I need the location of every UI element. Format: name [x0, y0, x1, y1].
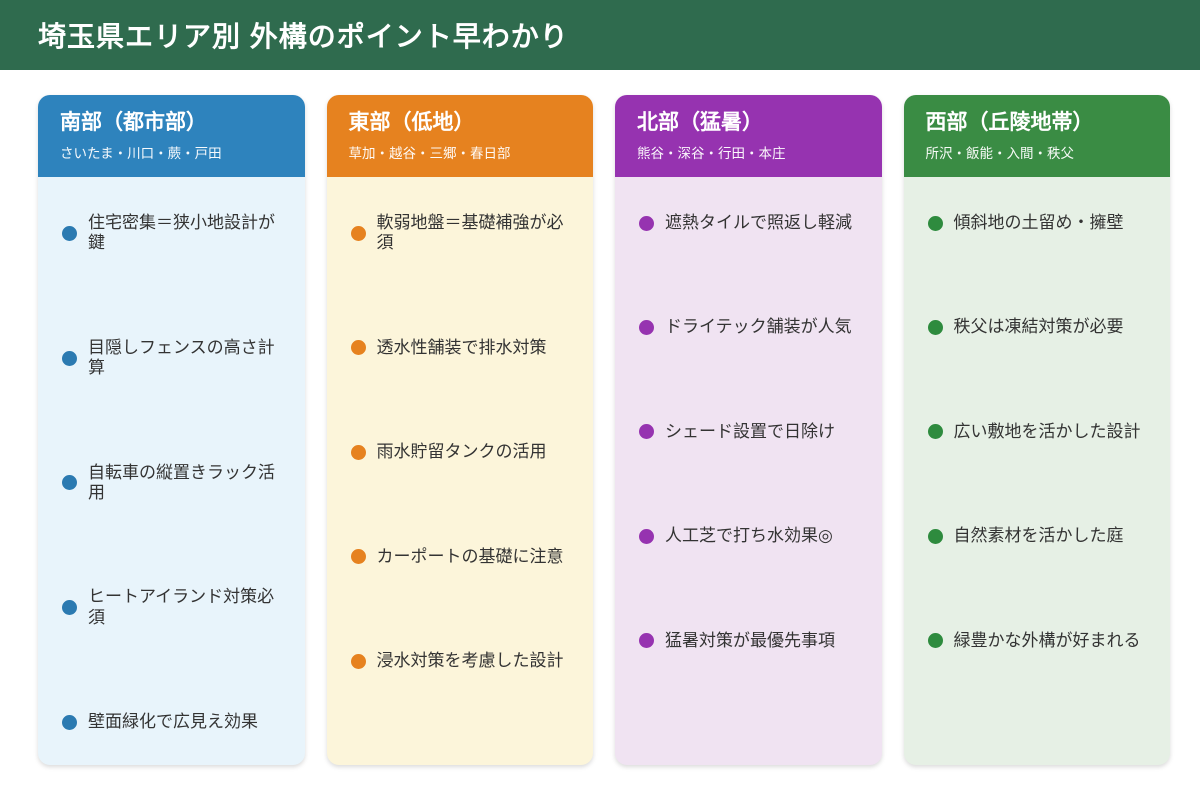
bullet-dot-icon [639, 528, 654, 544]
bullet-dot-icon [62, 714, 77, 730]
point-text: 浸水対策を考慮した設計 [376, 650, 564, 670]
list-item: 遮熱タイルで照返し軽減 [639, 213, 866, 233]
region-title: 北部（猛暑） [637, 111, 763, 134]
bullet-dot-icon [350, 444, 366, 460]
bullet-dot-icon [62, 350, 77, 366]
point-text: 目隠しフェンスの高さ計算 [88, 337, 275, 378]
bullet-dot-icon [62, 475, 77, 491]
point-text: 傾斜地の土留め・擁壁 [953, 213, 1124, 232]
list-item: 目隠しフェンスの高さ計算 [62, 338, 289, 379]
bullet-dot-icon [350, 225, 366, 241]
point-text: 秩父は凍結対策が必要 [953, 317, 1124, 337]
point-text: 猛暑対策が最優先事項 [665, 630, 835, 650]
list-item: 雨水貯留タンクの活用 [350, 442, 578, 462]
region-columns: 南部（都市部） さいたま・川口・蕨・戸田 住宅密集＝狭小地設計が鍵 目隠しフェン… [0, 70, 1200, 765]
list-item: 傾斜地の土留め・擁壁 [927, 213, 1155, 233]
list-item: ヒートアイランド対策必須 [62, 587, 289, 628]
point-text: 広い敷地を活かした設計 [953, 421, 1141, 441]
region-title: 東部（低地） [348, 111, 475, 134]
list-item: ドライテック舗装が人気 [639, 317, 866, 337]
list-item: 壁面緑化で広見え効果 [62, 712, 289, 732]
bullet-dot-icon [927, 320, 943, 336]
bullet-dot-icon [639, 215, 654, 231]
card-header: 北部（猛暑） 熊谷・深谷・行田・本庄 [615, 95, 882, 177]
region-card-north: 北部（猛暑） 熊谷・深谷・行田・本庄 遮熱タイルで照返し軽減 ドライテック舗装が… [615, 95, 882, 765]
bullet-dot-icon [350, 340, 366, 356]
list-item: 自然素材を活かした庭 [927, 526, 1155, 546]
point-text: シェード設置で日除け [665, 421, 835, 441]
card-header: 西部（丘陵地帯） 所沢・飯能・入間・秩父 [903, 95, 1170, 177]
bullet-dot-icon [639, 633, 654, 649]
point-text: ヒートアイランド対策必須 [88, 587, 275, 627]
list-item: 緑豊かな外構が好まれる [927, 630, 1155, 651]
card-header: 東部（低地） 草加・越谷・三郷・春日部 [326, 95, 593, 177]
list-item: カーポートの基礎に注意 [350, 546, 578, 567]
list-item: 浸水対策を考慮した設計 [350, 650, 578, 671]
bullet-dot-icon [927, 633, 943, 649]
point-text: カーポートの基礎に注意 [376, 546, 564, 566]
point-text: 自然素材を活かした庭 [953, 526, 1124, 546]
list-item: 自転車の縦置きラック活用 [62, 463, 289, 504]
bullet-dot-icon [350, 549, 366, 565]
point-text: 自転車の縦置きラック活用 [88, 462, 275, 502]
point-text: 軟弱地盤＝基礎補強が必須 [376, 213, 564, 253]
point-text: 遮熱タイルで照返し軽減 [665, 213, 852, 232]
bullet-dot-icon [639, 424, 654, 440]
bullet-dot-icon [62, 225, 77, 241]
point-text: 雨水貯留タンクの活用 [376, 442, 547, 462]
list-item: 広い敷地を活かした設計 [927, 421, 1155, 442]
region-cities: 所沢・飯能・入間・秩父 [925, 146, 1075, 162]
bullet-dot-icon [639, 320, 654, 336]
point-list: 軟弱地盤＝基礎補強が必須 透水性舗装で排水対策 雨水貯留タンクの活用 カーポート… [327, 177, 594, 755]
list-item: 秩父は凍結対策が必要 [927, 317, 1155, 337]
point-list: 傾斜地の土留め・擁壁 秩父は凍結対策が必要 広い敷地を活かした設計 自然素材を活… [904, 177, 1171, 735]
point-list: 住宅密集＝狭小地設計が鍵 目隠しフェンスの高さ計算 自転車の縦置きラック活用 ヒ… [38, 177, 305, 765]
list-item: 軟弱地盤＝基礎補強が必須 [350, 213, 578, 254]
card-header: 南部（都市部） さいたま・川口・蕨・戸田 [38, 95, 305, 177]
region-title: 西部（丘陵地帯） [925, 111, 1094, 134]
list-item: 人工芝で打ち水効果◎ [639, 526, 866, 546]
bullet-dot-icon [927, 528, 943, 544]
region-cities: さいたま・川口・蕨・戸田 [60, 146, 222, 162]
point-list: 遮熱タイルで照返し軽減 ドライテック舗装が人気 シェード設置で日除け 人工芝で打… [615, 177, 882, 735]
region-card-south: 南部（都市部） さいたま・川口・蕨・戸田 住宅密集＝狭小地設計が鍵 目隠しフェン… [38, 95, 305, 765]
point-text: 人工芝で打ち水効果◎ [665, 526, 833, 546]
list-item: 猛暑対策が最優先事項 [639, 631, 866, 651]
list-item: 住宅密集＝狭小地設計が鍵 [62, 213, 289, 254]
point-text: 透水性舗装で排水対策 [376, 337, 547, 357]
point-text: ドライテック舗装が人気 [665, 317, 852, 337]
page-title: 埼玉県エリア別 外構のポイント早わかり [38, 21, 569, 52]
page-header: 埼玉県エリア別 外構のポイント早わかり [0, 0, 1200, 70]
bullet-dot-icon [62, 600, 77, 616]
bullet-dot-icon [927, 215, 943, 231]
region-cities: 熊谷・深谷・行田・本庄 [637, 146, 786, 162]
point-text: 壁面緑化で広見え効果 [88, 712, 258, 732]
bullet-dot-icon [350, 653, 366, 669]
list-item: シェード設置で日除け [639, 422, 866, 442]
region-cities: 草加・越谷・三郷・春日部 [348, 146, 511, 162]
region-title: 南部（都市部） [60, 111, 207, 134]
region-card-east: 東部（低地） 草加・越谷・三郷・春日部 軟弱地盤＝基礎補強が必須 透水性舗装で排… [326, 95, 594, 765]
bullet-dot-icon [927, 424, 943, 440]
list-item: 透水性舗装で排水対策 [350, 337, 578, 358]
point-text: 緑豊かな外構が好まれる [953, 630, 1141, 650]
point-text: 住宅密集＝狭小地設計が鍵 [88, 213, 275, 253]
region-card-west: 西部（丘陵地帯） 所沢・飯能・入間・秩父 傾斜地の土留め・擁壁 秩父は凍結対策が… [903, 95, 1171, 765]
